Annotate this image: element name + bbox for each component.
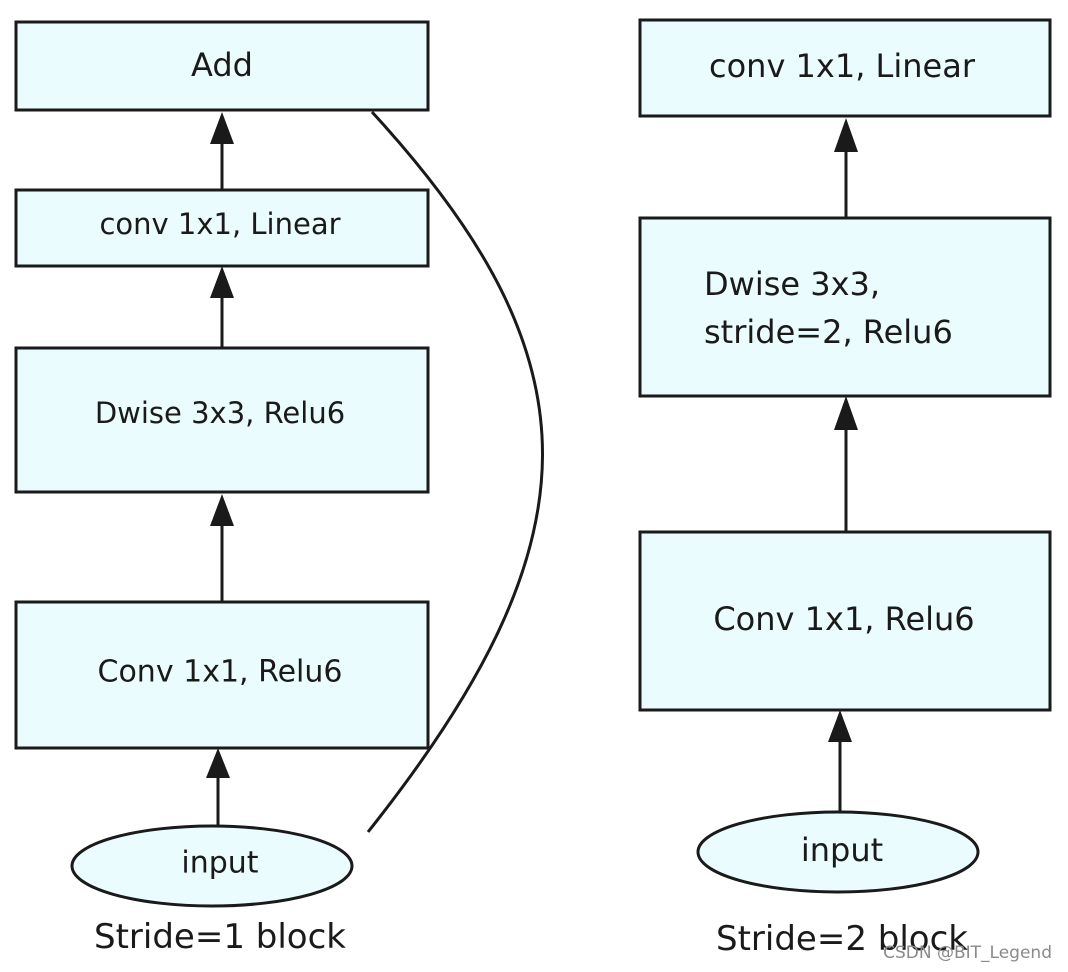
node-dwise-label: Dwise 3x3, Relu6 xyxy=(95,396,345,430)
node-conv-relu: Conv 1x1, Relu6 xyxy=(14,600,430,750)
arrowhead-dwise-to-conv-linear-s2 xyxy=(834,118,858,152)
node-add-label: Add xyxy=(191,46,253,84)
node-conv-linear-s2: conv 1x1, Linear xyxy=(638,18,1052,118)
stride-2-caption: Stride=2 block xyxy=(716,919,968,959)
node-dwise: Dwise 3x3, Relu6 xyxy=(14,346,430,494)
node-conv-relu-s2-label: Conv 1x1, Relu6 xyxy=(713,600,974,638)
stride-1-block: Add conv 1x1, Linear Dwise 3x3, Relu6 Co… xyxy=(14,20,544,957)
node-input-s2: input xyxy=(696,810,980,894)
residual-skip-connection xyxy=(366,110,544,833)
arrowhead-conv-relu-to-dwise xyxy=(210,494,234,526)
stride-1-caption: Stride=1 block xyxy=(94,917,346,957)
node-dwise-s2-label-line2: stride=2, Relu6 xyxy=(704,313,953,351)
node-conv-linear-s2-label: conv 1x1, Linear xyxy=(709,47,976,85)
node-input-s2-label: input xyxy=(801,831,883,869)
arrowhead-input-to-conv-relu xyxy=(206,748,230,778)
node-conv-linear-label: conv 1x1, Linear xyxy=(99,207,340,241)
node-conv-relu-label: Conv 1x1, Relu6 xyxy=(98,655,343,690)
arrowhead-input-to-conv-relu-s2 xyxy=(828,710,852,742)
node-conv-linear: conv 1x1, Linear xyxy=(14,188,430,268)
node-add: Add xyxy=(14,20,430,112)
node-input: input xyxy=(70,824,354,908)
node-conv-relu-s2: Conv 1x1, Relu6 xyxy=(638,530,1052,712)
arrowhead-dwise-to-conv-linear xyxy=(210,266,234,298)
arrowhead-conv-linear-to-add xyxy=(210,112,234,144)
watermark: CSDN @BIT_Legend xyxy=(883,943,1052,963)
stride-2-block: conv 1x1, Linear Dwise 3x3, stride=2, Re… xyxy=(638,18,1052,959)
node-input-label: input xyxy=(181,846,258,881)
node-dwise-s2: Dwise 3x3, stride=2, Relu6 xyxy=(638,216,1052,398)
arrowhead-conv-relu-to-dwise-s2 xyxy=(834,396,858,430)
node-dwise-s2-label-line1: Dwise 3x3, xyxy=(704,265,880,303)
